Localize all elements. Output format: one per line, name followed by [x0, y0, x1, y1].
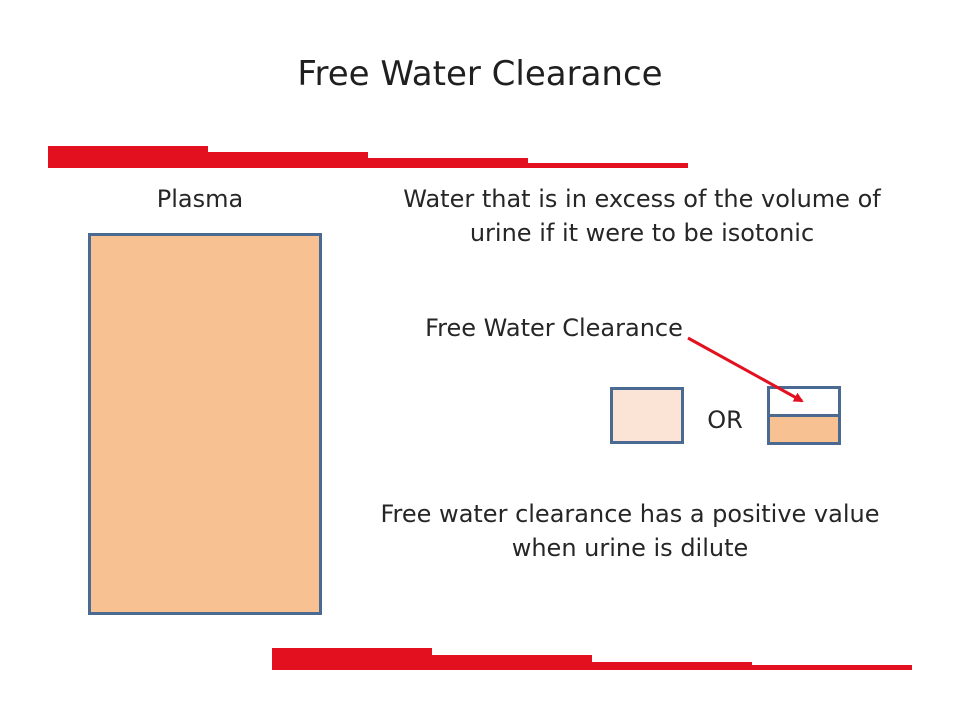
or-label: OR [707, 406, 743, 434]
bottom-bar-step-1 [272, 648, 432, 670]
definition-text: Water that is in excess of the volume of… [403, 185, 881, 247]
plasma-label: Plasma [156, 185, 244, 213]
bottom-bar-step-3 [592, 662, 752, 670]
free-water-portion [770, 389, 838, 417]
dilute-urine-box [767, 386, 841, 445]
positive-value-note: Free water clearance has a positive valu… [380, 500, 880, 562]
bottom-red-bars [272, 648, 912, 670]
slide-title: Free Water Clearance [297, 54, 663, 94]
isotonic-portion [770, 417, 838, 442]
bottom-bar-step-4 [752, 665, 912, 670]
bottom-bar-step-2 [432, 655, 592, 670]
top-bar-step-2 [208, 152, 368, 168]
top-bar-step-3 [368, 158, 528, 168]
top-bar-step-4 [528, 163, 688, 168]
isotonic-urine-box [610, 387, 684, 444]
top-bar-step-1 [48, 146, 208, 168]
free-water-clearance-label: Free Water Clearance [425, 314, 683, 342]
pointer-arrow-line [687, 336, 804, 403]
top-red-bars [48, 146, 688, 168]
plasma-box [88, 233, 322, 615]
